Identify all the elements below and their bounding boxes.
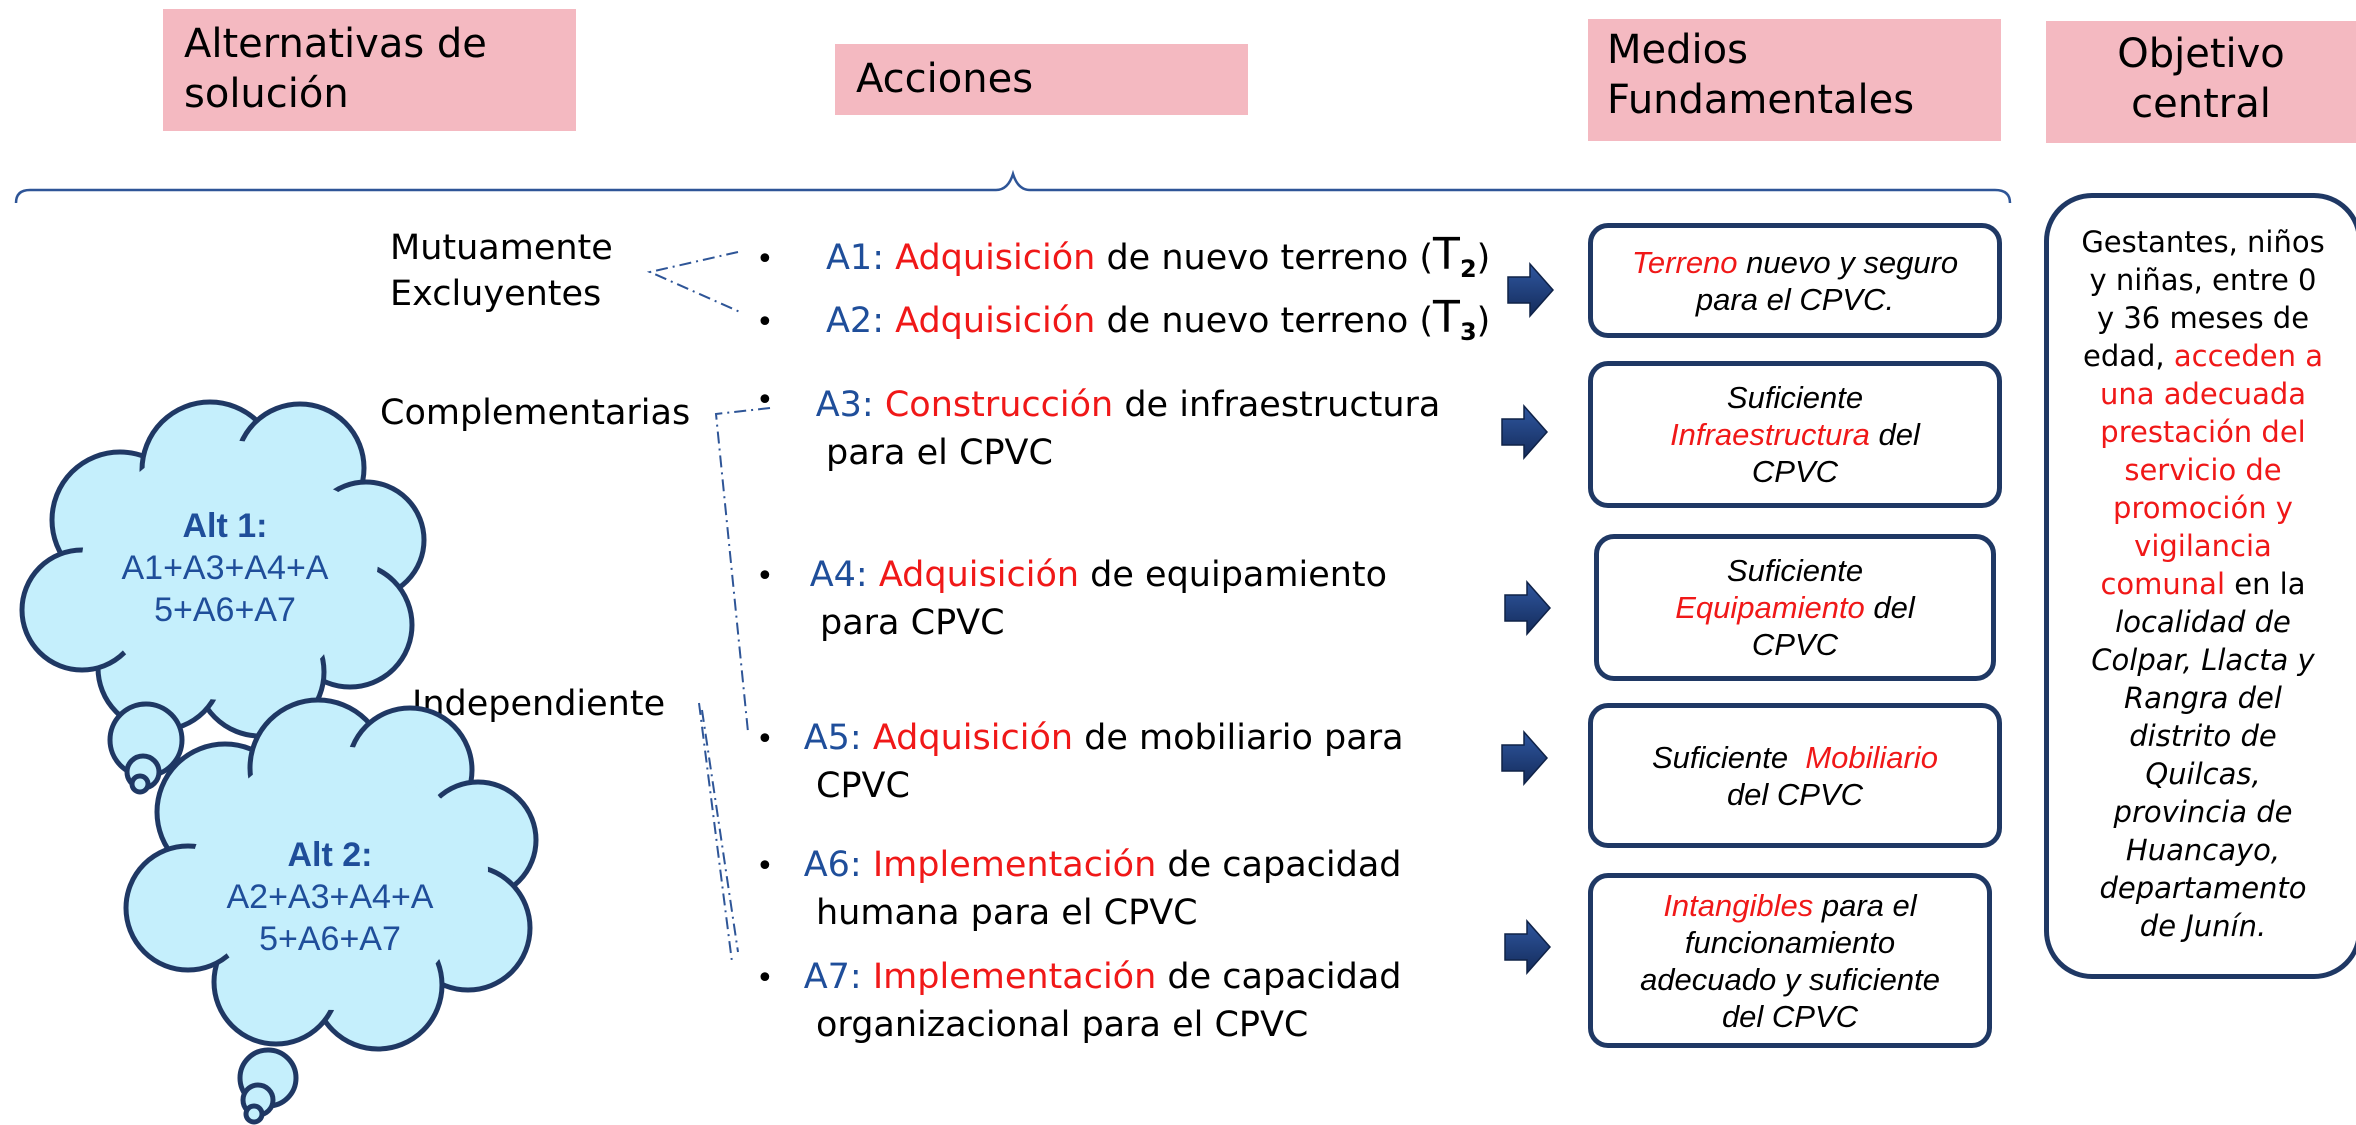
group-mutuamente-excluyentes: Mutuamente Excluyentes — [390, 228, 613, 314]
bullet: • — [756, 961, 774, 996]
bullet: • — [756, 242, 774, 277]
action-verb: Adquisición — [895, 238, 1096, 278]
header-objetivo: Objetivo central — [2046, 21, 2356, 143]
bullet: • — [756, 722, 774, 757]
header-medios: Medios Fundamentales — [1588, 19, 2001, 141]
action-a5: •A5: Adquisición de mobiliario para CPVC — [756, 718, 1404, 806]
header-acciones: Acciones — [835, 44, 1248, 115]
action-code: A3 — [815, 385, 862, 425]
action-verb: Implementación — [872, 957, 1157, 997]
medio-mobiliario: Suficiente Mobiliario del CPVC — [1588, 703, 2002, 848]
medio-terreno: Terreno nuevo y seguro para el CPVC. — [1588, 223, 2002, 338]
arrow-right-icon — [1501, 404, 1549, 460]
terrain-symbol: T — [1433, 229, 1460, 280]
header-alternativas: Alternativas de solución — [163, 9, 576, 131]
action-code: A6 — [803, 845, 850, 885]
arrow-right-icon — [1507, 262, 1555, 318]
action-a1: • A1: Adquisición de nuevo terreno (T2) — [756, 229, 1491, 284]
action-code: A7 — [803, 957, 850, 997]
action-verb: Adquisición — [872, 718, 1074, 758]
bullet: • — [756, 383, 774, 418]
medio-equipamiento: Suficiente Equipamiento del CPVC — [1594, 534, 1996, 681]
action-a6: •A6: Implementación de capacidad humana … — [756, 845, 1402, 933]
medio-intangibles: Intangibles para el funcionamiento adecu… — [1588, 873, 1992, 1048]
action-code: A2 — [825, 301, 873, 341]
arrow-right-icon — [1501, 730, 1549, 786]
medio-infraestructura: Suficiente Infraestructura del CPVC — [1588, 361, 2002, 508]
arrow-right-icon — [1504, 919, 1552, 975]
terrain-symbol: T — [1433, 292, 1460, 343]
arrow-right-icon — [1504, 580, 1552, 636]
bullet: • — [756, 559, 774, 594]
action-a7: •A7: Implementación de capacidad organiz… — [756, 957, 1402, 1045]
action-verb: Implementación — [872, 845, 1157, 885]
action-verb: Construcción — [884, 385, 1114, 425]
objetivo-central-box: Gestantes, niños y niñas, entre 0 y 36 m… — [2044, 193, 2356, 979]
action-a4: •A4: Adquisición de equipamiento para CP… — [756, 555, 1388, 643]
action-code: A4 — [809, 555, 856, 595]
action-a2: • A2: Adquisición de nuevo terreno (T3) — [756, 292, 1491, 347]
alt1-label: Alt 1: A1+A3+A4+A 5+A6+A7 — [121, 507, 329, 629]
bullet: • — [756, 849, 774, 884]
group-complementarias: Complementarias — [380, 393, 691, 433]
alt2-label: Alt 2: A2+A3+A4+A 5+A6+A7 — [226, 836, 434, 958]
action-a3: •A3: Construcción de infraestructura par… — [756, 383, 1441, 473]
action-code: A1 — [825, 238, 873, 278]
group-independiente: Independiente — [412, 684, 666, 724]
action-verb: Adquisición — [895, 301, 1096, 341]
action-code: A5 — [803, 718, 850, 758]
bullet: • — [756, 305, 774, 340]
action-verb: Adquisición — [878, 555, 1080, 595]
